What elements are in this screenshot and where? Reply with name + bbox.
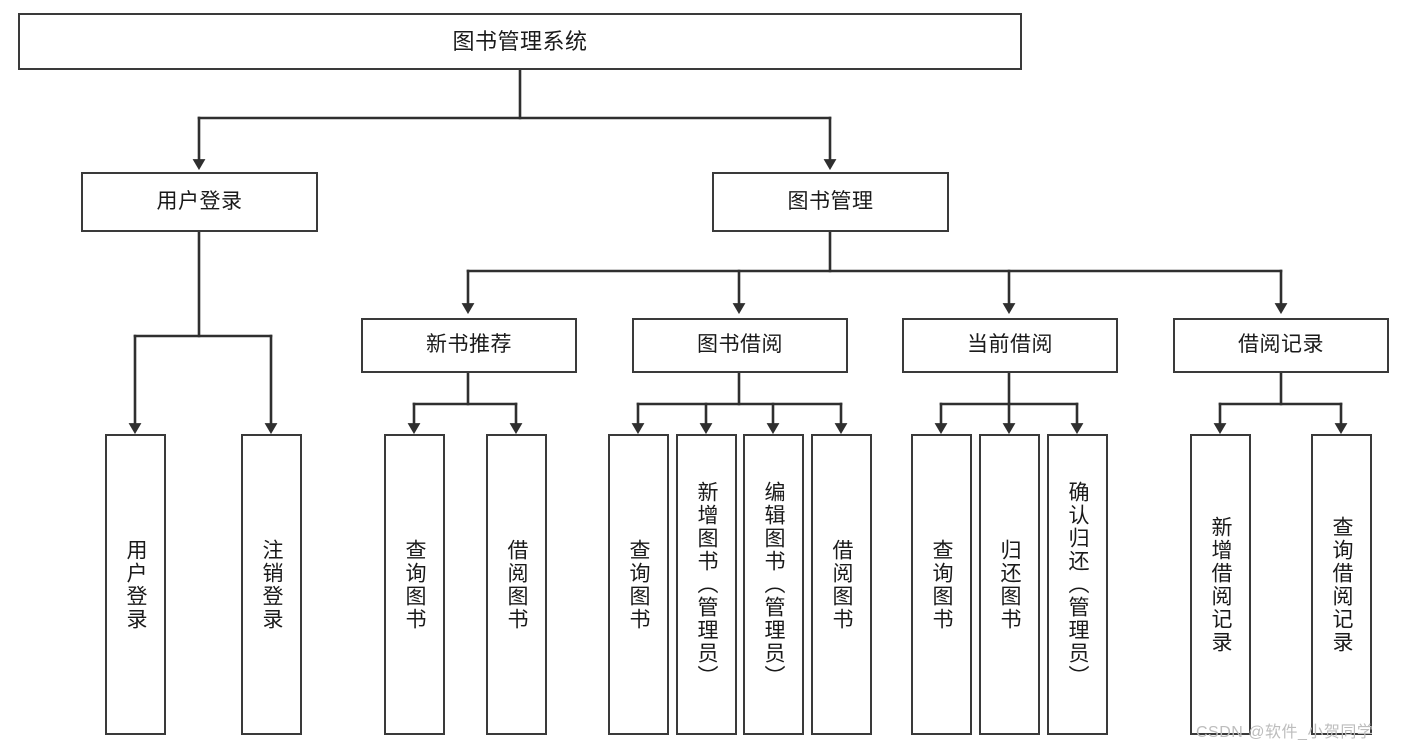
node-leaf-user-logout[interactable]: 注销登录 xyxy=(241,434,302,735)
node-leaf-add-record-label: 新增借阅记录 xyxy=(1209,515,1232,654)
node-leaf-edit-book[interactable]: 编辑图书（管理员） xyxy=(743,434,804,735)
node-leaf-return-book-label: 归还图书 xyxy=(998,538,1021,631)
node-borrow-record-label: 借阅记录 xyxy=(1238,333,1324,357)
node-new-book-recommend-label: 新书推荐 xyxy=(426,333,512,357)
node-leaf-user-logout-label: 注销登录 xyxy=(260,538,283,631)
node-leaf-user-login-label: 用户登录 xyxy=(124,538,147,631)
node-leaf-borrow-book-label: 借阅图书 xyxy=(830,538,853,631)
node-book-management[interactable]: 图书管理 xyxy=(712,172,949,232)
node-leaf-borrow-book-rec[interactable]: 借阅图书 xyxy=(486,434,547,735)
node-leaf-edit-book-label: 编辑图书（管理员） xyxy=(762,481,785,688)
node-user-login-label: 用户登录 xyxy=(156,189,243,213)
node-book-management-label: 图书管理 xyxy=(787,189,874,213)
node-root-label: 图书管理系统 xyxy=(452,28,588,54)
node-leaf-confirm-return[interactable]: 确认归还（管理员） xyxy=(1047,434,1108,735)
node-leaf-return-book[interactable]: 归还图书 xyxy=(979,434,1040,735)
node-leaf-query-book-rec[interactable]: 查询图书 xyxy=(384,434,445,735)
node-borrow-record[interactable]: 借阅记录 xyxy=(1173,318,1389,373)
node-root[interactable]: 图书管理系统 xyxy=(18,13,1022,70)
node-leaf-confirm-return-label: 确认归还（管理员） xyxy=(1066,481,1089,688)
node-leaf-query-record-label: 查询借阅记录 xyxy=(1330,515,1353,654)
node-leaf-borrow-book-rec-label: 借阅图书 xyxy=(505,538,528,631)
node-leaf-add-book-label: 新增图书（管理员） xyxy=(695,481,718,688)
node-leaf-add-book[interactable]: 新增图书（管理员） xyxy=(676,434,737,735)
node-new-book-recommend[interactable]: 新书推荐 xyxy=(361,318,577,373)
node-leaf-query-book-rec-label: 查询图书 xyxy=(403,538,426,631)
node-leaf-add-record[interactable]: 新增借阅记录 xyxy=(1190,434,1251,735)
node-leaf-query-record[interactable]: 查询借阅记录 xyxy=(1311,434,1372,735)
node-leaf-query-book-borrow[interactable]: 查询图书 xyxy=(608,434,669,735)
node-current-borrow-label: 当前借阅 xyxy=(967,333,1053,357)
node-leaf-query-book-borrow-label: 查询图书 xyxy=(627,538,650,631)
node-leaf-query-book-current-label: 查询图书 xyxy=(930,538,953,631)
node-leaf-user-login[interactable]: 用户登录 xyxy=(105,434,166,735)
node-book-borrow-label: 图书借阅 xyxy=(697,333,783,357)
node-leaf-borrow-book[interactable]: 借阅图书 xyxy=(811,434,872,735)
node-book-borrow[interactable]: 图书借阅 xyxy=(632,318,848,373)
node-user-login[interactable]: 用户登录 xyxy=(81,172,318,232)
node-leaf-query-book-current[interactable]: 查询图书 xyxy=(911,434,972,735)
node-current-borrow[interactable]: 当前借阅 xyxy=(902,318,1118,373)
